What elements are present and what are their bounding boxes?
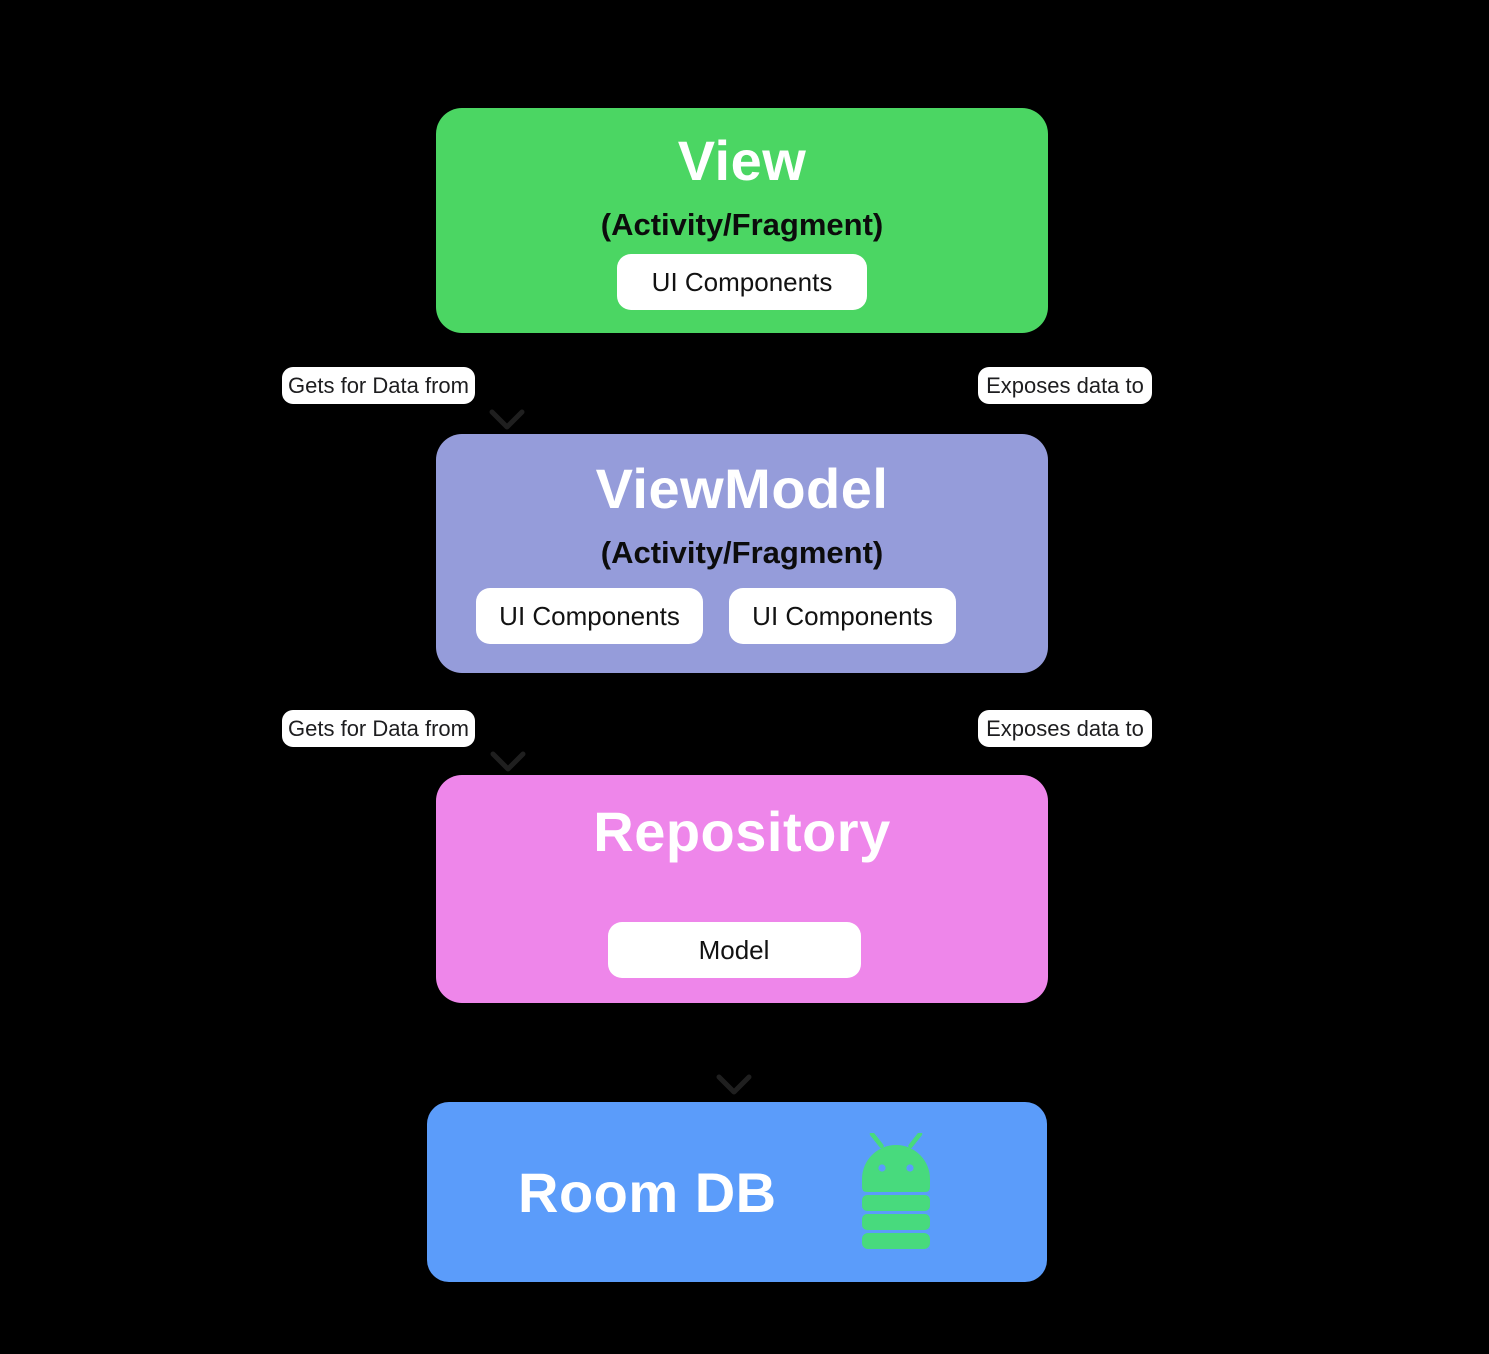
model-pill: Model [607, 922, 861, 978]
view-box: View (Activity/Fragment) UI Components [436, 108, 1048, 333]
roomdb-title: Room DB [518, 1160, 777, 1224]
chevron-down-icon [489, 409, 525, 430]
chevron-down-icon [716, 1074, 752, 1095]
repository-title: Repository [593, 800, 891, 863]
exposes-data-label-1: Exposes data to [978, 367, 1152, 404]
android-database-icon [862, 1133, 930, 1249]
chevron-down-icon [490, 751, 526, 772]
roomdb-box: Room DB [427, 1102, 1047, 1282]
ui-components-pill: UI Components [729, 588, 956, 644]
viewmodel-box: ViewModel (Activity/Fragment) UI Compone… [436, 434, 1048, 673]
ui-components-pill: UI Components [617, 254, 867, 310]
ui-components-pill: UI Components [476, 588, 703, 644]
gets-data-label-2: Gets for Data from [282, 710, 475, 747]
gets-data-label-1: Gets for Data from [282, 367, 475, 404]
viewmodel-subtitle: (Activity/Fragment) [600, 535, 884, 570]
exposes-data-label-2: Exposes data to [978, 710, 1152, 747]
view-title: View [677, 129, 807, 192]
repository-box: Repository Model [436, 775, 1048, 1003]
viewmodel-title: ViewModel [595, 457, 889, 520]
viewmodel-pill-row: UI Components UI Components [476, 588, 956, 644]
view-subtitle: (Activity/Fragment) [600, 207, 884, 242]
